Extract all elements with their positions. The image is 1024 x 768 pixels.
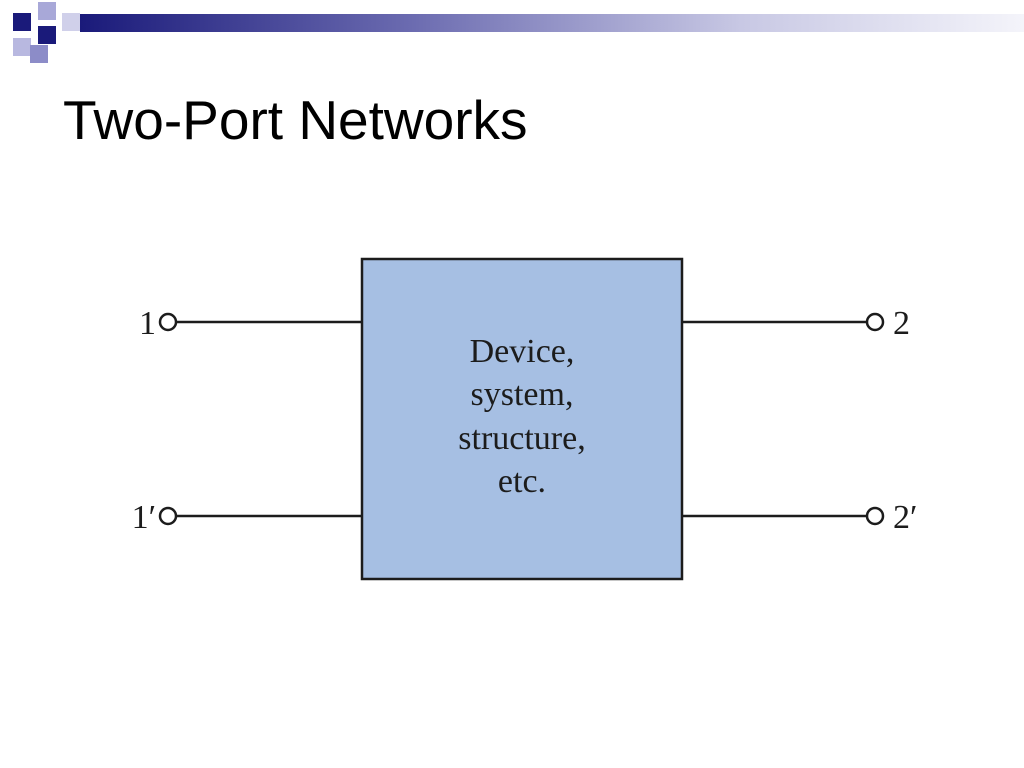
terminal-label-1prime: 1′: [132, 499, 156, 536]
decorative-square: [38, 26, 56, 44]
terminal-label-2prime: 2′: [893, 499, 917, 536]
box-label-line: structure,: [458, 420, 585, 457]
box-label-line: Device,: [470, 333, 575, 370]
decorative-square: [62, 13, 80, 31]
decorative-square: [30, 45, 48, 63]
box-label-line: etc.: [498, 463, 546, 500]
decorative-square: [13, 38, 31, 56]
slide-title: Two-Port Networks: [63, 89, 528, 151]
header-gradient-bar: [80, 14, 1024, 32]
decorative-square: [13, 13, 31, 31]
terminal-2prime-circle: [865, 506, 885, 526]
network-box: [360, 257, 684, 581]
terminal-label-2: 2: [893, 305, 910, 342]
box-label-line: system,: [471, 376, 574, 413]
terminal-2-circle: [865, 312, 885, 332]
terminal-1prime-circle: [158, 506, 178, 526]
terminal-label-1: 1: [139, 305, 156, 342]
terminal-1-circle: [158, 312, 178, 332]
decorative-square: [38, 2, 56, 20]
